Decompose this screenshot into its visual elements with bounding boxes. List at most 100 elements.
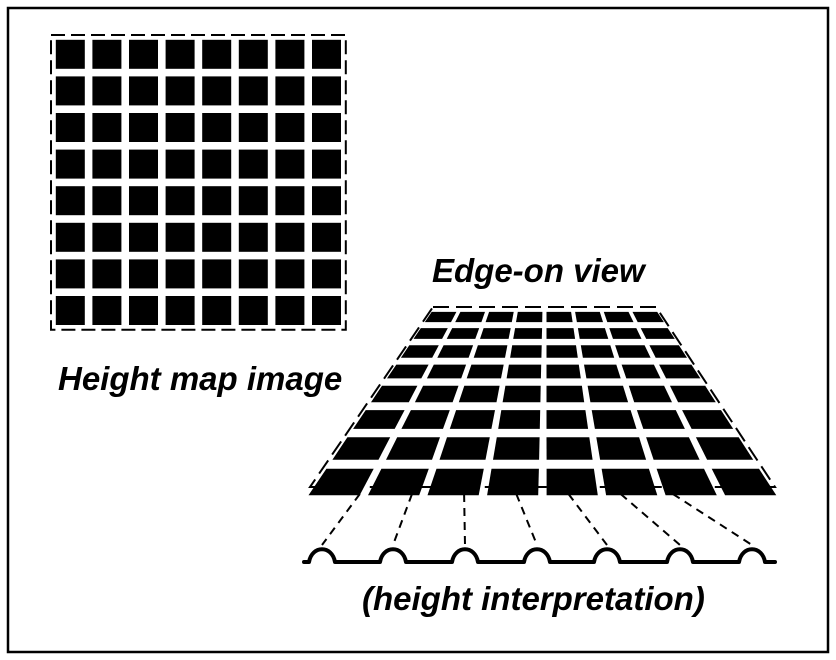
height-map-cell (238, 113, 268, 142)
edge-on-cell (427, 468, 484, 496)
height-map-cell (55, 39, 85, 69)
height-map-cell (55, 296, 85, 325)
height-map-cell (275, 113, 305, 142)
projection-line (392, 493, 413, 546)
height-map-cell (312, 113, 341, 142)
height-map-cell (165, 39, 195, 69)
edge-on-cell (502, 385, 541, 403)
edge-on-cell (332, 437, 391, 460)
projection-line (463, 493, 466, 546)
height-map-cell (92, 186, 122, 216)
edge-on-cell (513, 328, 543, 339)
edge-on-cell (587, 385, 629, 403)
height-map-cell (202, 186, 232, 216)
edge-on-cell (546, 328, 576, 339)
edge-on-cell (413, 328, 448, 339)
edge-on-cell (656, 468, 717, 496)
height-map-cell (202, 259, 232, 289)
edge-on-cell (371, 385, 418, 403)
height-map-cell (275, 259, 305, 289)
height-map-cell (275, 186, 305, 216)
edge-on-cell (426, 364, 467, 379)
edge-on-cell (446, 328, 480, 339)
edge-on-cell (353, 410, 405, 429)
edge-on-cell (646, 437, 700, 460)
projection-line (567, 493, 608, 546)
height-map-cell (202, 76, 232, 106)
height-map-cell (92, 76, 122, 106)
edge-on-cell (575, 311, 603, 323)
interpretation-label: (height interpretation) (362, 580, 705, 617)
edge-on-cell (609, 328, 642, 339)
edge-on-cell (584, 364, 621, 379)
height-map-cell (92, 113, 122, 142)
height-map-cell (92, 39, 122, 69)
height-map-cell (165, 222, 195, 252)
height-map-cell (202, 113, 232, 142)
height-map-cell (238, 259, 268, 289)
edge-on-cell (546, 311, 573, 323)
height-map-cell (129, 113, 158, 142)
edge-on-cell (546, 437, 593, 460)
edge-on-cell (466, 364, 504, 379)
height-map-cell (275, 76, 305, 106)
edge-on-cell (480, 328, 511, 339)
edge-on-cell (516, 311, 543, 323)
height-map-cell (275, 296, 305, 325)
height-map-cell (312, 222, 341, 252)
edge-on-cell (401, 410, 450, 429)
edge-on-cell (449, 410, 495, 429)
height-map-cell (165, 186, 195, 216)
edge-on-cell (424, 311, 457, 323)
edge-on-cell (615, 345, 651, 358)
edge-on-cell (510, 345, 542, 358)
height-map-cell (55, 259, 85, 289)
height-map-cell (275, 222, 305, 252)
height-map-cell (238, 222, 268, 252)
edge-on-cell (546, 364, 581, 379)
height-map-cell (312, 149, 341, 179)
projection-line (321, 493, 361, 546)
height-map-cell (92, 149, 122, 179)
height-map-cell (165, 113, 195, 142)
edge-on-grid (308, 306, 777, 496)
height-map-cell (312, 39, 341, 69)
edge-on-cell (603, 311, 634, 323)
projection-line (515, 493, 538, 546)
height-map-cell (275, 149, 305, 179)
height-map-cell (129, 39, 158, 69)
edge-on-cell (387, 364, 429, 379)
edge-on-cell (308, 468, 374, 496)
height-map-cell (202, 149, 232, 179)
edge-on-cell (546, 385, 585, 403)
edge-on-cell (546, 410, 589, 429)
height-map-cell (312, 259, 341, 289)
edge-on-cell (640, 328, 675, 339)
height-map-cell (129, 222, 158, 252)
projection-line (672, 493, 753, 546)
height-map-cell (55, 222, 85, 252)
height-map-cell (238, 186, 268, 216)
edge-on-cell (458, 385, 500, 403)
height-map-cell (238, 296, 268, 325)
edge-on-frame (308, 306, 777, 488)
edge-on-cell (368, 468, 429, 496)
height-map-cell (92, 222, 122, 252)
height-map-cell (92, 259, 122, 289)
height-map-cell (55, 76, 85, 106)
height-map-cell (129, 186, 158, 216)
edge-on-cell (473, 345, 508, 358)
height-map-cell (129, 259, 158, 289)
edge-on-cell (546, 345, 578, 358)
height-map-cell (312, 76, 341, 106)
edge-on-cell (400, 345, 439, 358)
projection-lines (321, 493, 753, 546)
edge-on-cell (669, 385, 716, 403)
edge-on-cell (437, 345, 474, 358)
height-map-cell (92, 296, 122, 325)
height-map-cell (165, 296, 195, 325)
edge-on-cell (711, 468, 777, 496)
height-map-cell (165, 259, 195, 289)
edge-on-cell (649, 345, 687, 358)
height-map-cell (238, 149, 268, 179)
